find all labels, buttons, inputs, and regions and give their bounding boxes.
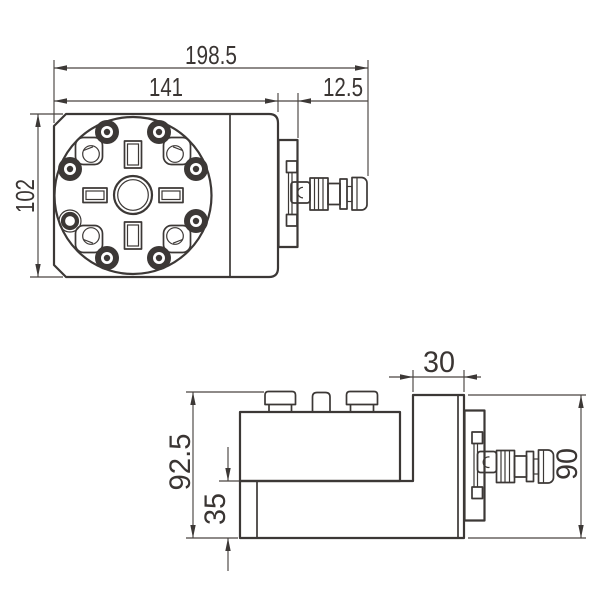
dim-block-width: 30: [389, 346, 481, 392]
dim-overall-width: 198.5: [53, 40, 369, 176]
bolt-head: [95, 120, 119, 144]
quick-connect-stud-side: [495, 449, 555, 484]
clamp-pod-top-right: [162, 136, 192, 166]
bolt-head: [184, 157, 208, 181]
dim-plate-width-and-bracket-depth: 141 12.5: [54, 72, 368, 138]
bolt-head: [95, 246, 119, 270]
slot-left: [82, 187, 108, 204]
bolt-head: [147, 246, 171, 270]
clamp-pod-bottom-left: [74, 224, 104, 254]
dim-label-plate-width: 141: [149, 72, 183, 102]
bolt-head: [184, 209, 208, 233]
ring-port: [58, 209, 82, 233]
dim-overall-height: 92.5: [164, 391, 264, 539]
dim-label-base-height: 35: [199, 493, 232, 525]
flange-face: [53, 115, 213, 276]
bolt-head: [58, 157, 82, 181]
dim-label-plate-height: 102: [10, 179, 40, 213]
dim-label-overall-width: 198.5: [185, 40, 237, 70]
dim-label-bracket-depth: 12.5: [323, 72, 363, 102]
clamp-pod-bottom-right: [162, 224, 192, 254]
front-view: 198.5 141 12.5 102: [10, 40, 369, 279]
top-connector-left: [264, 390, 297, 412]
dim-base-height: 35: [199, 447, 239, 571]
bolt-head: [147, 120, 171, 144]
top-connector-middle: [311, 391, 331, 412]
dim-label-block-width: 30: [423, 346, 455, 379]
dim-label-overall-height: 92.5: [164, 434, 197, 491]
connector-bracket: [277, 138, 311, 249]
quick-connect-stud: [309, 176, 368, 211]
dim-block-height: 90: [468, 394, 586, 539]
top-connector-right: [345, 390, 379, 412]
main-body: [238, 410, 402, 483]
dim-label-block-height: 90: [551, 448, 584, 480]
slot-right: [158, 187, 184, 204]
clamp-pod-top-left: [74, 136, 104, 166]
mounting-plate: [52, 112, 280, 279]
center-bore: [112, 174, 154, 216]
side-view: 92.5 35 30 90: [164, 346, 586, 571]
connector-bracket-side: [463, 409, 498, 522]
slot-bottom: [123, 221, 143, 250]
slot-top: [123, 140, 143, 169]
dim-plate-height: 102: [10, 113, 63, 278]
base-and-riser-block: [238, 393, 466, 540]
